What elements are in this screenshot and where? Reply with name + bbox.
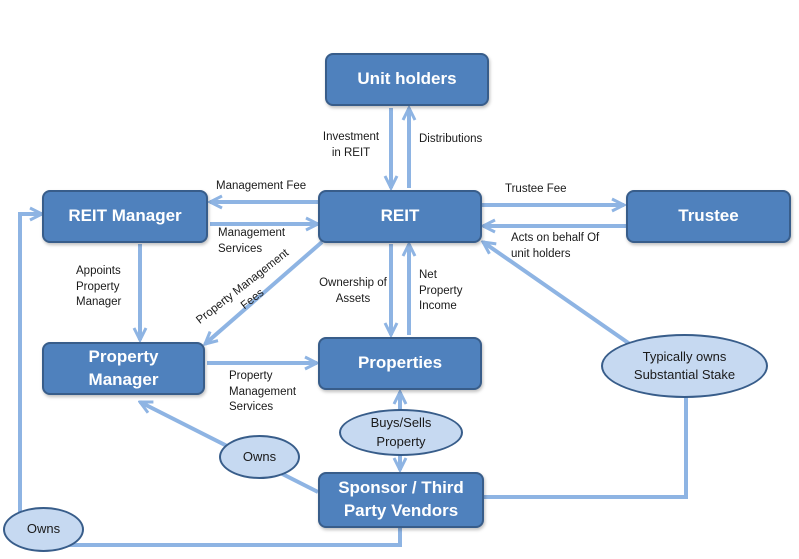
reit-box: REIT xyxy=(318,190,482,243)
appoints-label: Appoints Property Manager xyxy=(76,265,122,309)
arrow-pm-fees xyxy=(205,240,324,344)
management-fee-label: Management Fee xyxy=(216,180,307,192)
reit-manager-box: REIT Manager xyxy=(42,190,208,243)
distributions-label: Distributions xyxy=(419,133,483,145)
management-services-label: Management Services xyxy=(218,227,286,255)
sponsor-box: Sponsor / Third Party Vendors xyxy=(318,472,484,528)
buys-sells-oval: Buys/Sells Property xyxy=(339,409,463,456)
typically-owns-oval: Typically owns Substantial Stake xyxy=(601,334,768,398)
owns-oval-left: Owns xyxy=(219,435,300,479)
trustee-box: Trustee xyxy=(626,190,791,243)
owns-oval-bottom: Owns xyxy=(3,507,84,552)
ownership-label: Ownership of Assets xyxy=(319,277,387,305)
unit-holders-box: Unit holders xyxy=(325,53,489,106)
trustee-fee-label: Trustee Fee xyxy=(505,183,567,195)
investment-label: Investment in REIT xyxy=(322,131,380,159)
acts-on-behalf-label: Acts on behalf Of unit holders xyxy=(511,232,600,260)
property-manager-box: Property Manager xyxy=(42,342,205,395)
pm-services-label: Property Management Services xyxy=(229,370,297,414)
properties-box: Properties xyxy=(318,337,482,390)
net-income-label: Net Property Income xyxy=(419,269,463,313)
arrow-typically-owns xyxy=(483,242,688,499)
